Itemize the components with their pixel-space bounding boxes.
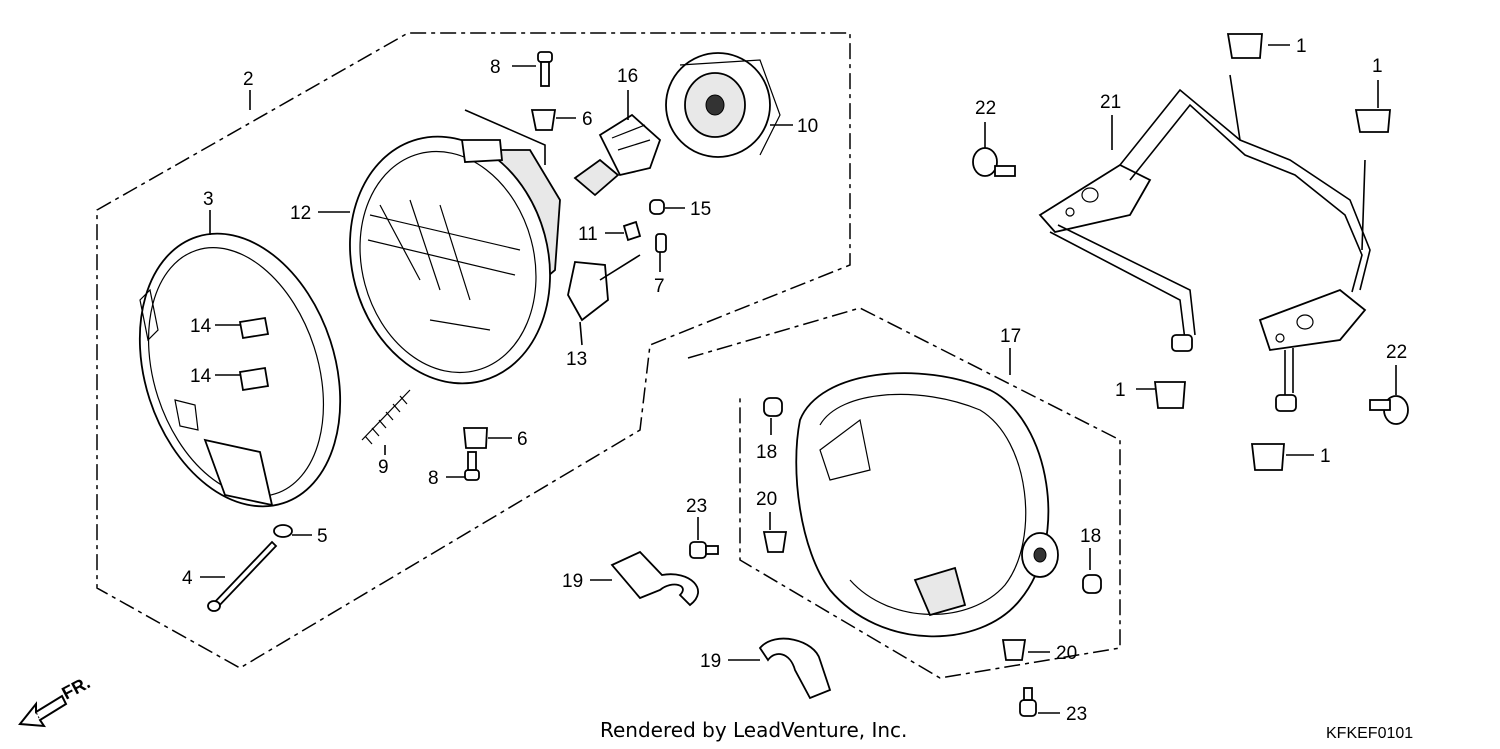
screw-8-top bbox=[537, 51, 553, 87]
clip-11 bbox=[622, 220, 642, 242]
group-outline-case bbox=[687, 307, 1121, 679]
bolt-23-lower bbox=[1019, 687, 1037, 717]
collar-20-left bbox=[762, 531, 788, 553]
callout-1: 1 bbox=[1296, 36, 1307, 57]
grommet-1-middle bbox=[1153, 381, 1186, 409]
headlight-rim bbox=[138, 232, 342, 508]
spring-9 bbox=[361, 389, 411, 445]
callout-11: 11 bbox=[578, 224, 598, 245]
callout-8: 8 bbox=[428, 468, 439, 489]
callout-7: 7 bbox=[654, 276, 665, 297]
callout-17: 17 bbox=[1000, 326, 1021, 347]
callout-14: 14 bbox=[190, 316, 212, 337]
callout-4: 4 bbox=[182, 568, 193, 589]
callout-23: 23 bbox=[1066, 704, 1087, 725]
diagram-code: KFKEF0101 bbox=[1326, 725, 1413, 742]
callout-13: 13 bbox=[566, 349, 587, 370]
bulb-dust-cover bbox=[665, 52, 781, 158]
callout-21: 21 bbox=[1100, 92, 1121, 113]
headlight-lens-unit bbox=[349, 135, 561, 385]
collar-6-top bbox=[530, 109, 557, 131]
callout-8: 8 bbox=[490, 57, 501, 78]
screw-7 bbox=[655, 233, 667, 253]
leader-lines bbox=[200, 44, 1397, 714]
callout-15: 15 bbox=[690, 199, 711, 220]
callout-20: 20 bbox=[1056, 643, 1077, 664]
grommet-1-bottom bbox=[1250, 443, 1285, 471]
callout-20: 20 bbox=[756, 489, 777, 510]
callout-19: 19 bbox=[562, 571, 583, 592]
grommet-18-right bbox=[1082, 574, 1102, 594]
callout-6: 6 bbox=[517, 429, 528, 450]
cable-clamp-19-upper bbox=[610, 550, 699, 607]
headlight-bulb bbox=[573, 113, 662, 197]
bolt-22-right bbox=[1369, 395, 1409, 425]
callout-10: 10 bbox=[797, 116, 818, 137]
callout-14: 14 bbox=[190, 366, 212, 387]
collar-20-right bbox=[1001, 639, 1027, 661]
callout-1: 1 bbox=[1115, 380, 1126, 401]
headlight-case bbox=[795, 372, 1059, 638]
washer-5 bbox=[273, 524, 293, 538]
callout-5: 5 bbox=[317, 526, 328, 547]
grommet-1-topright bbox=[1354, 109, 1391, 133]
nut-14-lower bbox=[238, 366, 270, 392]
callout-19: 19 bbox=[700, 651, 721, 672]
collar-6-bottom bbox=[463, 427, 488, 449]
callout-16: 16 bbox=[617, 66, 638, 87]
callout-labels: 1 1 1 1 2 3 4 5 6 6 7 8 8 9 10 11 12 13 … bbox=[182, 36, 1407, 725]
grommet-1-top bbox=[1226, 33, 1263, 59]
callout-2: 2 bbox=[243, 69, 254, 90]
cable-clamp-19-lower bbox=[758, 637, 832, 700]
callout-12: 12 bbox=[290, 203, 311, 224]
callout-1: 1 bbox=[1372, 56, 1383, 77]
render-credit: Rendered by LeadVenture, Inc. bbox=[600, 718, 907, 742]
callout-1: 1 bbox=[1320, 446, 1331, 467]
socket-15 bbox=[649, 199, 665, 215]
bolt-22-left bbox=[972, 147, 1016, 177]
callout-23: 23 bbox=[686, 496, 707, 517]
bracket-13 bbox=[567, 261, 609, 322]
grommet-18-left bbox=[763, 397, 783, 417]
callout-22: 22 bbox=[975, 98, 996, 119]
front-arrow-icon bbox=[18, 694, 68, 728]
callout-3: 3 bbox=[203, 189, 214, 210]
callout-6: 6 bbox=[582, 109, 593, 130]
front-direction-indicator: FR. bbox=[18, 672, 93, 728]
screw-8-bottom bbox=[464, 451, 480, 481]
callout-9: 9 bbox=[378, 457, 389, 478]
callout-18: 18 bbox=[756, 442, 777, 463]
callout-22: 22 bbox=[1386, 342, 1407, 363]
bolt-4 bbox=[207, 540, 278, 612]
callout-18: 18 bbox=[1080, 526, 1101, 547]
bolt-23-upper bbox=[689, 541, 719, 559]
headlight-stay bbox=[1038, 74, 1371, 412]
nut-14-upper bbox=[238, 316, 270, 340]
